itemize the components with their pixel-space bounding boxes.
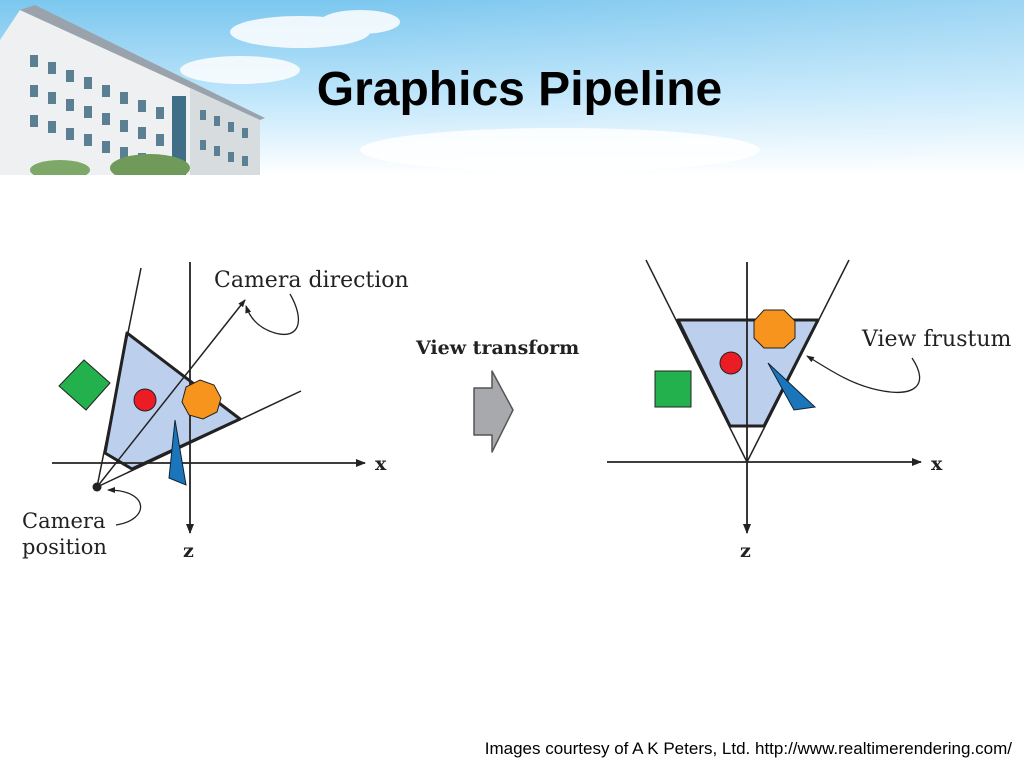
header-background (0, 0, 1024, 175)
right-frustum-edge-2 (746, 259, 850, 463)
camera-position-label-line2: position (22, 535, 107, 559)
camera-position-label-line1: Camera (22, 509, 106, 533)
header-banner (0, 0, 1024, 175)
left-panel: Camera direction Camera position x z (22, 262, 409, 562)
right-z-axis-label: z (740, 540, 751, 562)
right-orange-octagon (753, 309, 796, 349)
camera-direction-callout (245, 293, 299, 336)
camera-direction-arrow (96, 299, 246, 488)
cloud-decoration (180, 10, 760, 172)
camera-direction-label: Camera direction (214, 268, 409, 293)
left-x-axis-label: x (375, 453, 387, 475)
left-green-square (58, 359, 111, 411)
left-orange-octagon (181, 379, 222, 420)
view-frustum-callout (806, 355, 921, 393)
right-x-axis-label: x (931, 453, 943, 475)
left-frustum-edge-2 (96, 390, 302, 488)
right-frustum-edge-1 (645, 259, 748, 463)
right-red-circle (719, 351, 743, 375)
right-panel: View frustum x z (607, 259, 1012, 562)
view-transform-label: View transform (415, 337, 579, 359)
image-credit-caption: Images courtesy of A K Peters, Ltd. http… (484, 739, 1012, 758)
right-green-square (654, 370, 692, 408)
view-frustum-label: View frustum (861, 327, 1012, 352)
left-red-circle (133, 388, 157, 412)
transform-arrow-group: View transform (415, 337, 579, 453)
right-view-frustum (676, 318, 820, 428)
camera-position-callout (107, 487, 142, 526)
left-z-axis-label: z (183, 540, 194, 562)
left-frustum-edge-1 (96, 267, 142, 488)
transform-arrow-icon (473, 370, 514, 453)
building-photo (0, 5, 265, 175)
slide-title: Graphics Pipeline (316, 63, 723, 116)
right-blue-cone (767, 362, 817, 411)
left-blue-cone (168, 419, 187, 486)
camera-position-dot (92, 482, 102, 492)
